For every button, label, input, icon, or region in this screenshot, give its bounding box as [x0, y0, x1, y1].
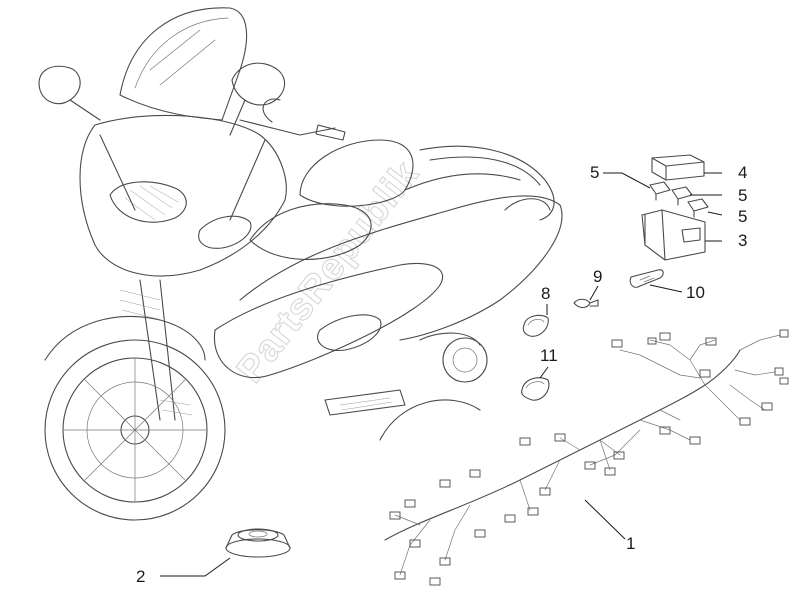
watermark-text: PartsRepublik	[229, 153, 427, 390]
callout-9: 9	[593, 267, 602, 286]
callout-5-middle: 5	[738, 186, 747, 205]
leader-lines	[160, 172, 723, 577]
callout-4: 4	[738, 163, 747, 182]
wiring-harness	[384, 329, 789, 586]
callout-5-left: 5	[590, 163, 599, 182]
callout-1: 1	[626, 534, 635, 553]
callout-8: 8	[541, 284, 550, 303]
callout-10: 10	[686, 283, 705, 302]
watermark: PartsRepublik	[228, 152, 428, 391]
fuse-box-assembly	[629, 154, 709, 288]
scooter-illustration	[38, 7, 563, 521]
callout-5-lower: 5	[738, 207, 747, 226]
callout-3: 3	[738, 231, 747, 250]
part-2-base	[225, 528, 291, 558]
callout-11: 11	[540, 346, 558, 365]
callout-labels: 2 1 3 4 5 5 5 8 9 10 11	[136, 163, 747, 586]
callout-2: 2	[136, 567, 145, 586]
clamps	[521, 298, 599, 401]
